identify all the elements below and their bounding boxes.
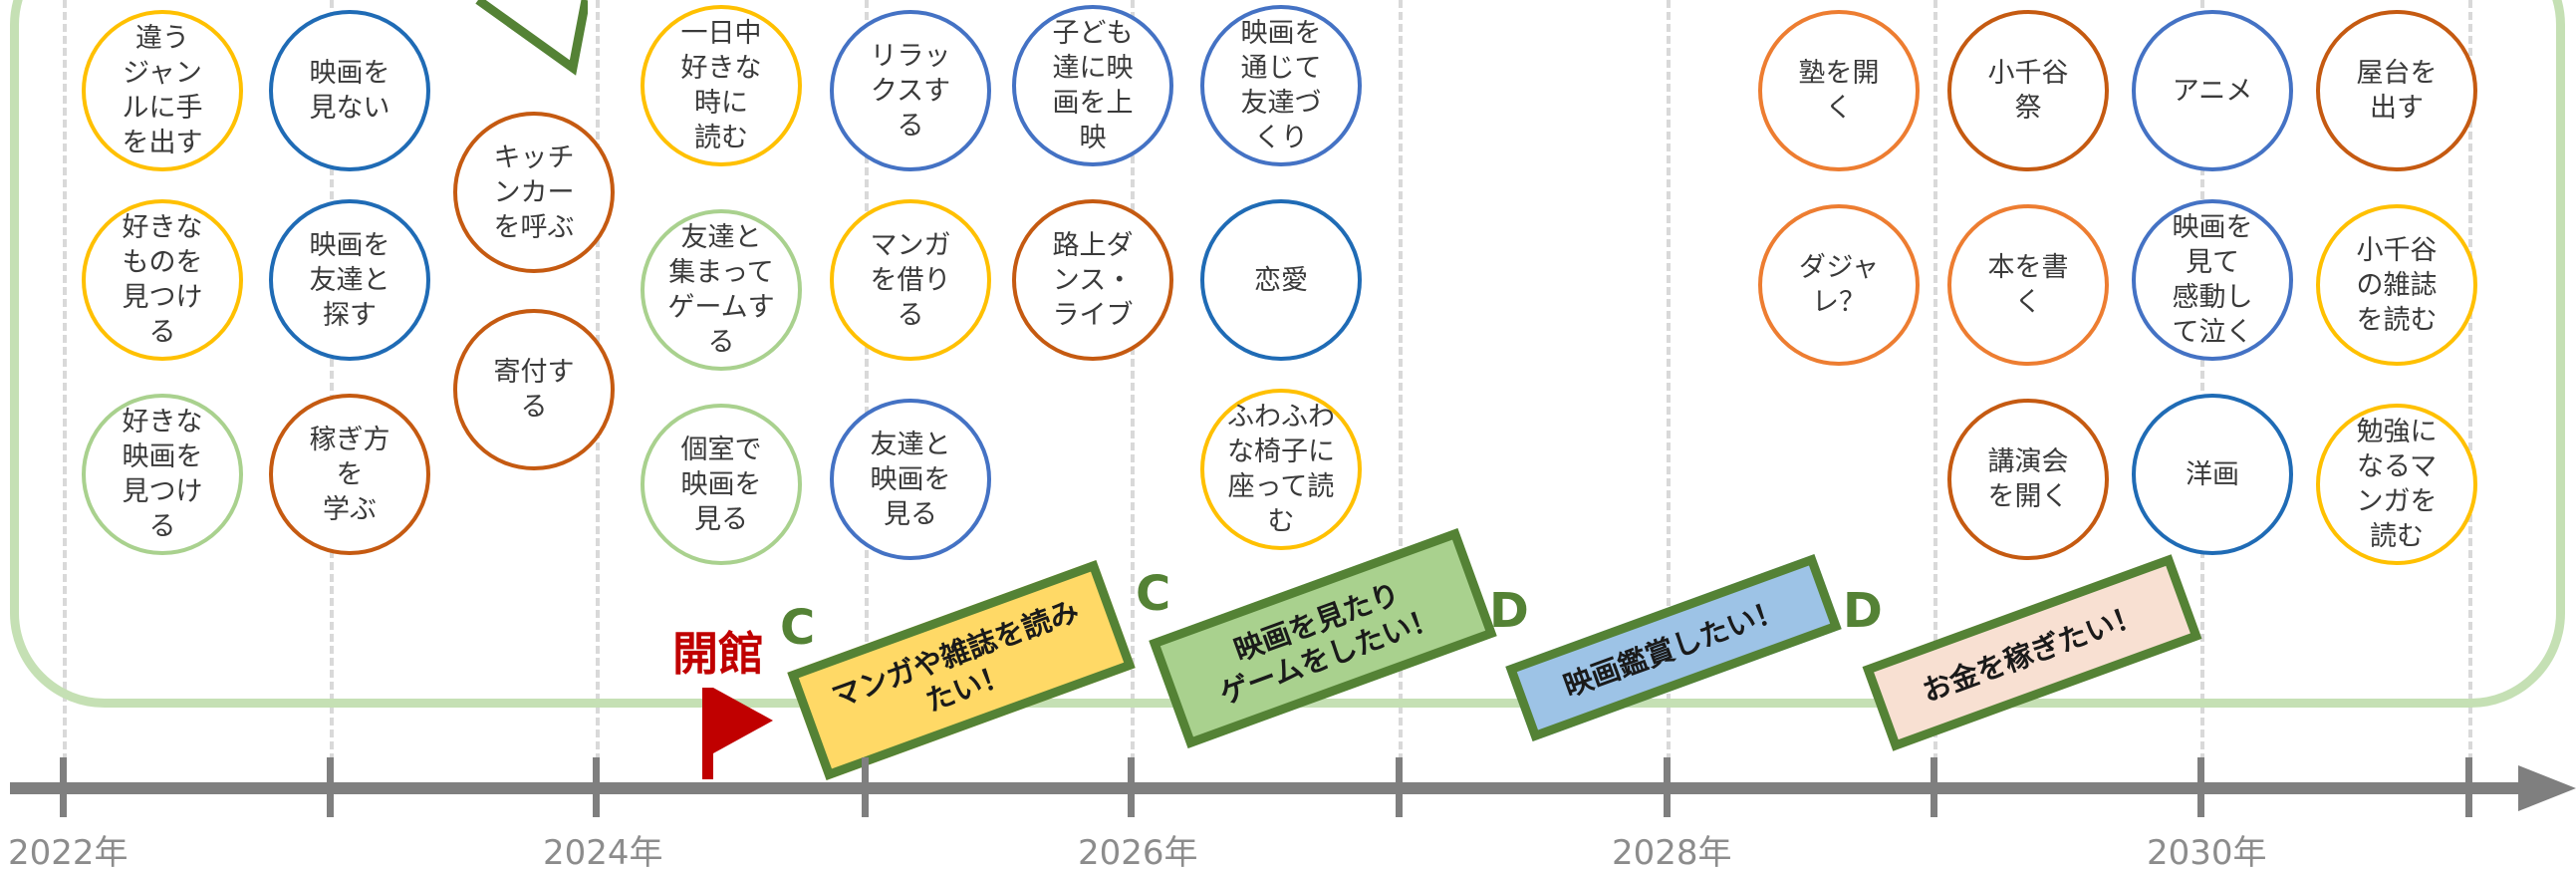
bubble: 映画を 見ない [269, 10, 430, 171]
bubble-text: 映画を 見て 感動し て泣く [2172, 212, 2253, 348]
bubble-text: 映画を 見ない [309, 58, 390, 124]
gridline [63, 0, 67, 797]
timeline-axis [10, 782, 2520, 794]
gridline [1131, 0, 1135, 797]
bubble-text: 洋画 [2186, 458, 2239, 490]
bubble: 違う ジャン ルに手 を出す [82, 10, 243, 171]
bubble-text: 小千谷 祭 [1987, 58, 2069, 124]
bubble-text: アニメ [2172, 75, 2253, 107]
bubble: 恋愛 [1200, 199, 1362, 361]
year-label: 2024年 [543, 833, 663, 873]
bubble: 講演会 を開く [1947, 399, 2109, 560]
bubble: 洋画 [2132, 394, 2293, 555]
flag-icon [713, 688, 773, 753]
bubble: 一日中 好きな 時に 読む [641, 5, 802, 166]
axis-tick [1664, 757, 1671, 817]
bubble-text: 子ども 達に映 画を上 映 [1052, 18, 1134, 153]
opening-label: 開館 [672, 627, 764, 681]
bubble-text: 稼ぎ方 を 学ぶ [309, 424, 390, 525]
bubble-text: 映画を 友達と 探す [309, 229, 390, 331]
gridline [2468, 0, 2472, 797]
bubble: 勉強に なるマ ンガを 読む [2316, 404, 2477, 565]
axis-tick [60, 757, 67, 817]
bubble-text: 恋愛 [1254, 264, 1308, 296]
gridline [1399, 0, 1403, 797]
green-triangle-shape [475, 0, 588, 76]
grade-label: D [1843, 583, 1883, 639]
bubble: キッチ ンカー を呼ぶ [453, 112, 615, 273]
bubble-text: 映画を 通じて 友達づ くり [1240, 18, 1322, 153]
grade-label: D [1489, 583, 1529, 639]
gridline [865, 0, 869, 797]
year-label: 2030年 [2147, 833, 2267, 873]
axis-tick [1128, 757, 1135, 817]
grade-label: C [1136, 566, 1171, 622]
bubble: 本を書 く [1947, 204, 2109, 366]
bubble-text: 個室で 映画を 見る [680, 434, 762, 535]
bubble-text: ダジャ レ？ [1798, 252, 1880, 318]
axis-tick [2197, 757, 2204, 817]
bubble-text: 一日中 好きな 時に 読む [680, 18, 762, 153]
bubble-text: 違う ジャン ルに手 を出す [122, 23, 203, 158]
bubble-text: キッチ ンカー を呼ぶ [493, 142, 575, 243]
bubble: 映画を 見て 感動し て泣く [2132, 199, 2293, 361]
bubble: 好きな 映画を 見つけ る [82, 394, 243, 555]
bubble: 個室で 映画を 見る [641, 404, 802, 565]
bubble-text: マンガ を借り る [870, 229, 951, 331]
bubble-text: 好きな 映画を 見つけ る [122, 407, 203, 542]
bubble-text: 寄付す る [493, 357, 575, 423]
bubble: リラッ クスす る [830, 10, 991, 171]
bubble-text: 好きな ものを 見つけ る [122, 212, 203, 348]
flag-pole [702, 688, 713, 779]
bubble-text: 勉強に なるマ ンガを 読む [2356, 417, 2438, 552]
year-label: 2022年 [8, 833, 129, 873]
axis-tick [1396, 757, 1403, 817]
bubble: 映画を 友達と 探す [269, 199, 430, 361]
bubble: 小千谷 の雑誌 を読む [2316, 204, 2477, 366]
bubble-text: 本を書 く [1987, 252, 2069, 318]
axis-tick [862, 757, 869, 817]
bubble-text: 小千谷 の雑誌 を読む [2356, 234, 2438, 336]
bubble: 塾を開 く [1758, 10, 1920, 171]
bubble-text: ふわふわ な椅子に 座って読 む [1227, 402, 1335, 537]
axis-tick [2465, 757, 2472, 817]
axis-tick [1931, 757, 1937, 817]
bubble: 友達と 映画を 見る [830, 399, 991, 560]
bubble-text: 友達と 集まって ゲームす る [667, 222, 775, 358]
bubble-text: 講演会 を開く [1987, 446, 2069, 512]
gridline [1667, 0, 1671, 797]
bubble: ダジャ レ？ [1758, 204, 1920, 366]
bubble: 稼ぎ方 を 学ぶ [269, 394, 430, 555]
bubble: ふわふわ な椅子に 座って読 む [1200, 389, 1362, 550]
axis-tick [593, 757, 600, 817]
bubble: 友達と 集まって ゲームす る [641, 209, 802, 371]
bubble: 寄付す る [453, 309, 615, 470]
gridline [1933, 0, 1937, 797]
bubble: 路上ダ ンス・ ライブ [1012, 199, 1173, 361]
bubble-text: リラッ クスす る [870, 40, 951, 142]
axis-arrow-icon [2518, 765, 2576, 811]
bubble: 映画を 通じて 友達づ くり [1200, 5, 1362, 166]
bubble: 好きな ものを 見つけ る [82, 199, 243, 361]
bubble-text: 路上ダ ンス・ ライブ [1052, 229, 1134, 331]
bubble-text: 友達と 映画を 見る [870, 429, 951, 530]
axis-tick [327, 757, 334, 817]
year-label: 2028年 [1612, 833, 1732, 873]
bubble: 子ども 達に映 画を上 映 [1012, 5, 1173, 166]
grade-label: C [780, 600, 816, 656]
bubble-text: 塾を開 く [1798, 58, 1880, 124]
bubble: アニメ [2132, 10, 2293, 171]
bubble-text: 屋台を 出す [2356, 58, 2438, 124]
bubble: 小千谷 祭 [1947, 10, 2109, 171]
bubble: マンガ を借り る [830, 199, 991, 361]
bubble: 屋台を 出す [2316, 10, 2477, 171]
year-label: 2026年 [1078, 833, 1198, 873]
